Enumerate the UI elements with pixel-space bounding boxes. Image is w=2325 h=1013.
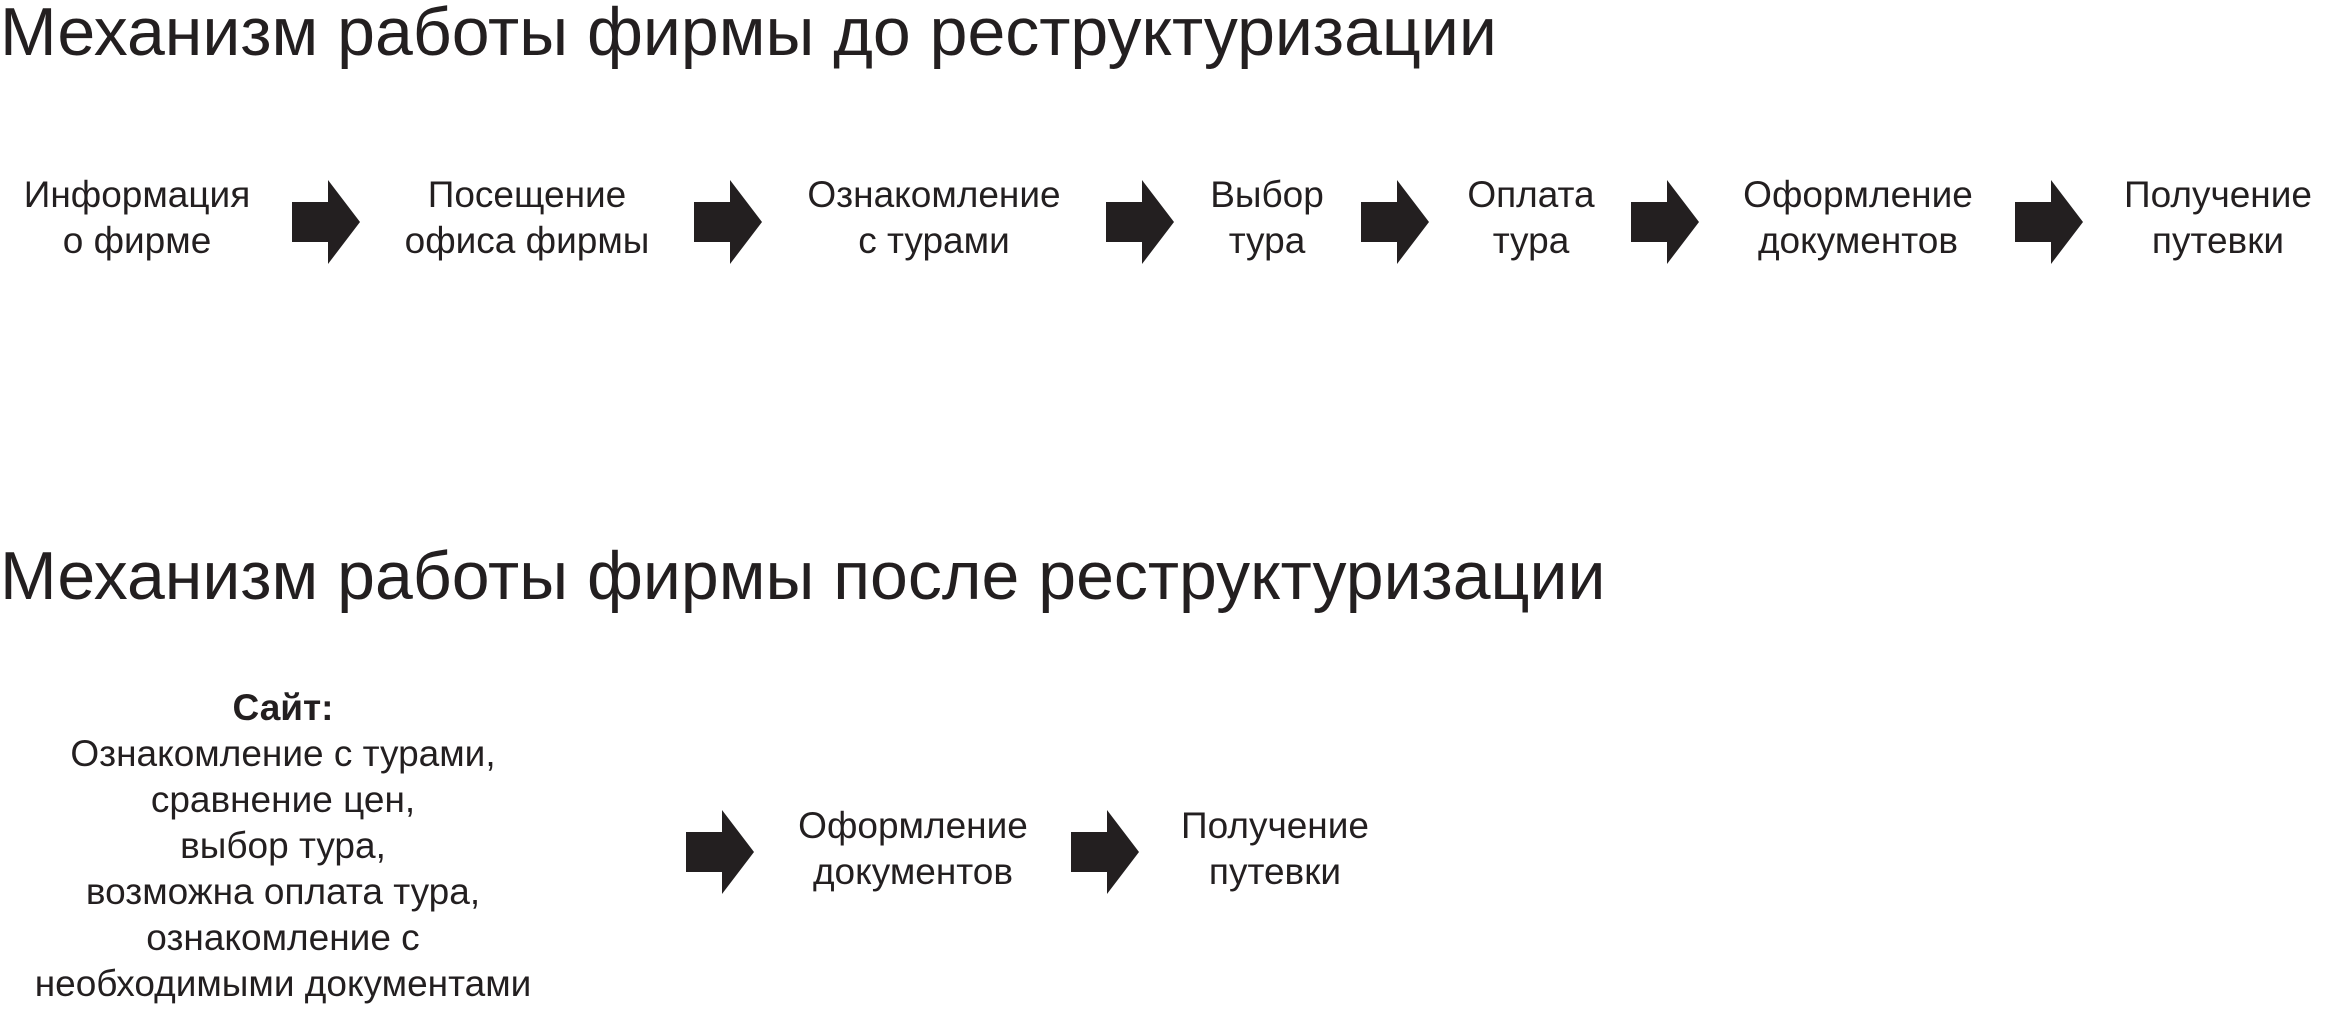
step-line: с турами: [858, 220, 1010, 261]
step-line: Получение: [1181, 805, 1369, 846]
step-line: тура: [1228, 220, 1306, 261]
block-arrow-right-icon: [694, 180, 762, 264]
step-tour-familiarization: Ознакомление с турами: [807, 172, 1060, 264]
site-heading: Сайт:: [232, 687, 334, 728]
site-line: возможна оплата тура,: [85, 871, 481, 912]
block-arrow-right-icon: [1361, 180, 1429, 264]
step-line: Информация: [23, 174, 251, 215]
block-arrow-right-icon: [2015, 180, 2083, 264]
step-line: Оформление: [798, 805, 1028, 846]
block-arrow-right-icon: [1071, 810, 1139, 894]
site-block: Сайт: Ознакомление с турами, сравнение ц…: [35, 685, 532, 1007]
step-line: документов: [1757, 220, 1959, 261]
step-tour-payment: Оплата тура: [1467, 172, 1594, 264]
step-line: Оформление: [1743, 174, 1973, 215]
block-arrow-right-icon: [1631, 180, 1699, 264]
site-line: выбор тура,: [180, 825, 386, 866]
step-line: Оплата: [1467, 174, 1595, 215]
step-line: Получение: [2124, 174, 2312, 215]
block-arrow-right-icon: [686, 810, 754, 894]
step-tour-choice: Выбор тура: [1210, 172, 1324, 264]
step-line: Ознакомление: [807, 174, 1061, 215]
step-line: Выбор: [1210, 174, 1324, 215]
step-line: путевки: [1208, 851, 1342, 892]
step-line: тура: [1492, 220, 1570, 261]
step-voucher-receipt: Получение путевки: [2124, 172, 2312, 264]
title-after-restructuring: Механизм работы фирмы после реструктуриз…: [0, 538, 1606, 614]
site-line: ознакомление с: [146, 917, 420, 958]
step-line: офиса фирмы: [404, 220, 650, 261]
step-office-visit: Посещение офиса фирмы: [405, 172, 650, 264]
site-line: необходимыми документами: [34, 963, 532, 1004]
title-before-restructuring: Механизм работы фирмы до реструктуризаци…: [0, 0, 1497, 70]
step-document-processing: Оформление документов: [1743, 172, 1973, 264]
step-voucher-receipt-after: Получение путевки: [1181, 803, 1369, 895]
step-line: о фирме: [62, 220, 212, 261]
step-document-processing-after: Оформление документов: [798, 803, 1028, 895]
site-line: Ознакомление с турами,: [70, 733, 496, 774]
block-arrow-right-icon: [292, 180, 360, 264]
site-line: сравнение цен,: [150, 779, 416, 820]
step-line: документов: [812, 851, 1014, 892]
block-arrow-right-icon: [1106, 180, 1174, 264]
step-line: Посещение: [427, 174, 627, 215]
step-company-info: Информация о фирме: [24, 172, 251, 264]
step-line: путевки: [2151, 220, 2285, 261]
